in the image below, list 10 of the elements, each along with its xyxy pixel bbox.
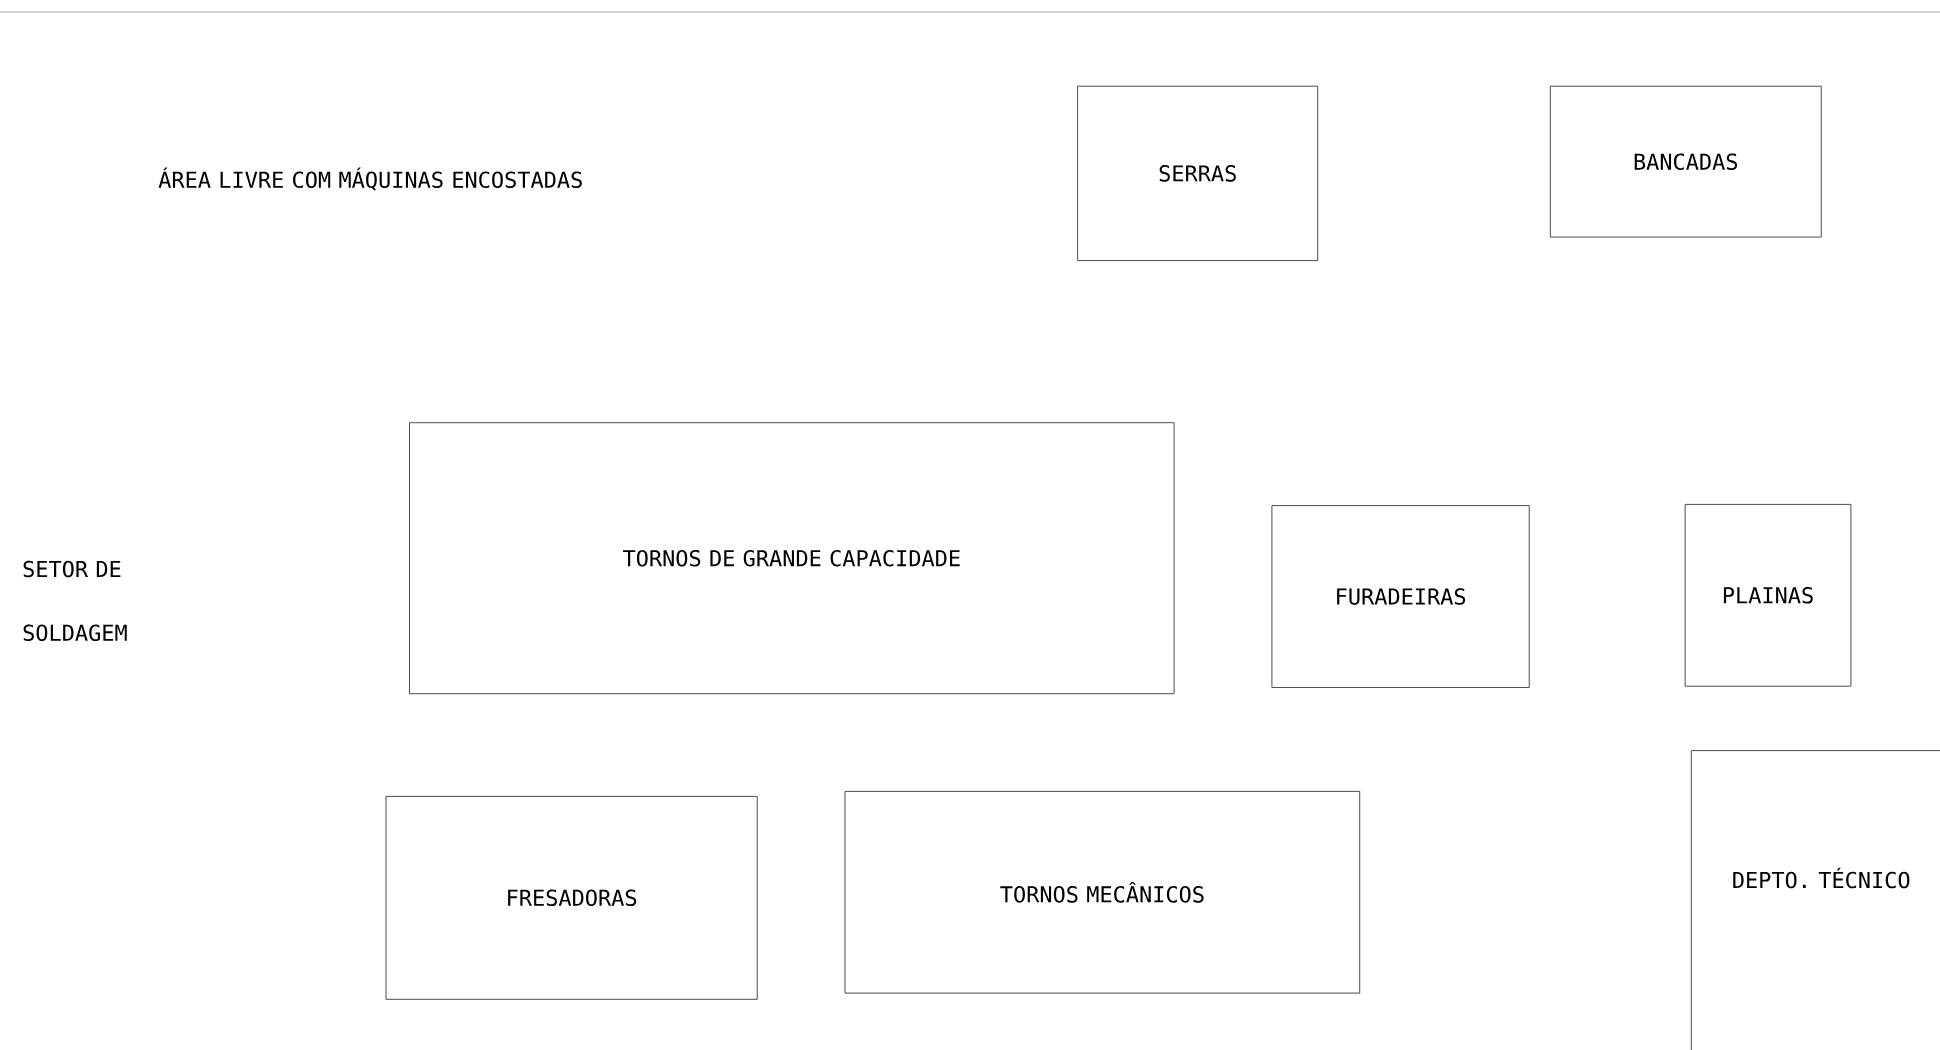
- machine-area-box: FRESADORAS: [385, 795, 758, 1000]
- area-label: SETOR DE SOLDAGEM: [23, 560, 127, 642]
- machine-area-box: PLAINAS: [1684, 503, 1852, 687]
- area-label: ÁREA LIVRE COM MÁQUINAS ENCOSTADAS: [158, 167, 582, 191]
- machine-area-box: DEPTO. TÉCNICO: [1690, 750, 1940, 1050]
- machine-area-box: TORNOS MECÂNICOS: [844, 790, 1361, 994]
- machine-area-box: SERRAS: [1077, 85, 1319, 262]
- machine-area-box: FURADEIRAS: [1271, 505, 1530, 688]
- machine-area-box: TORNOS DE GRANDE CAPACIDADE: [409, 422, 1175, 695]
- machine-area-box: BANCADAS: [1549, 85, 1822, 238]
